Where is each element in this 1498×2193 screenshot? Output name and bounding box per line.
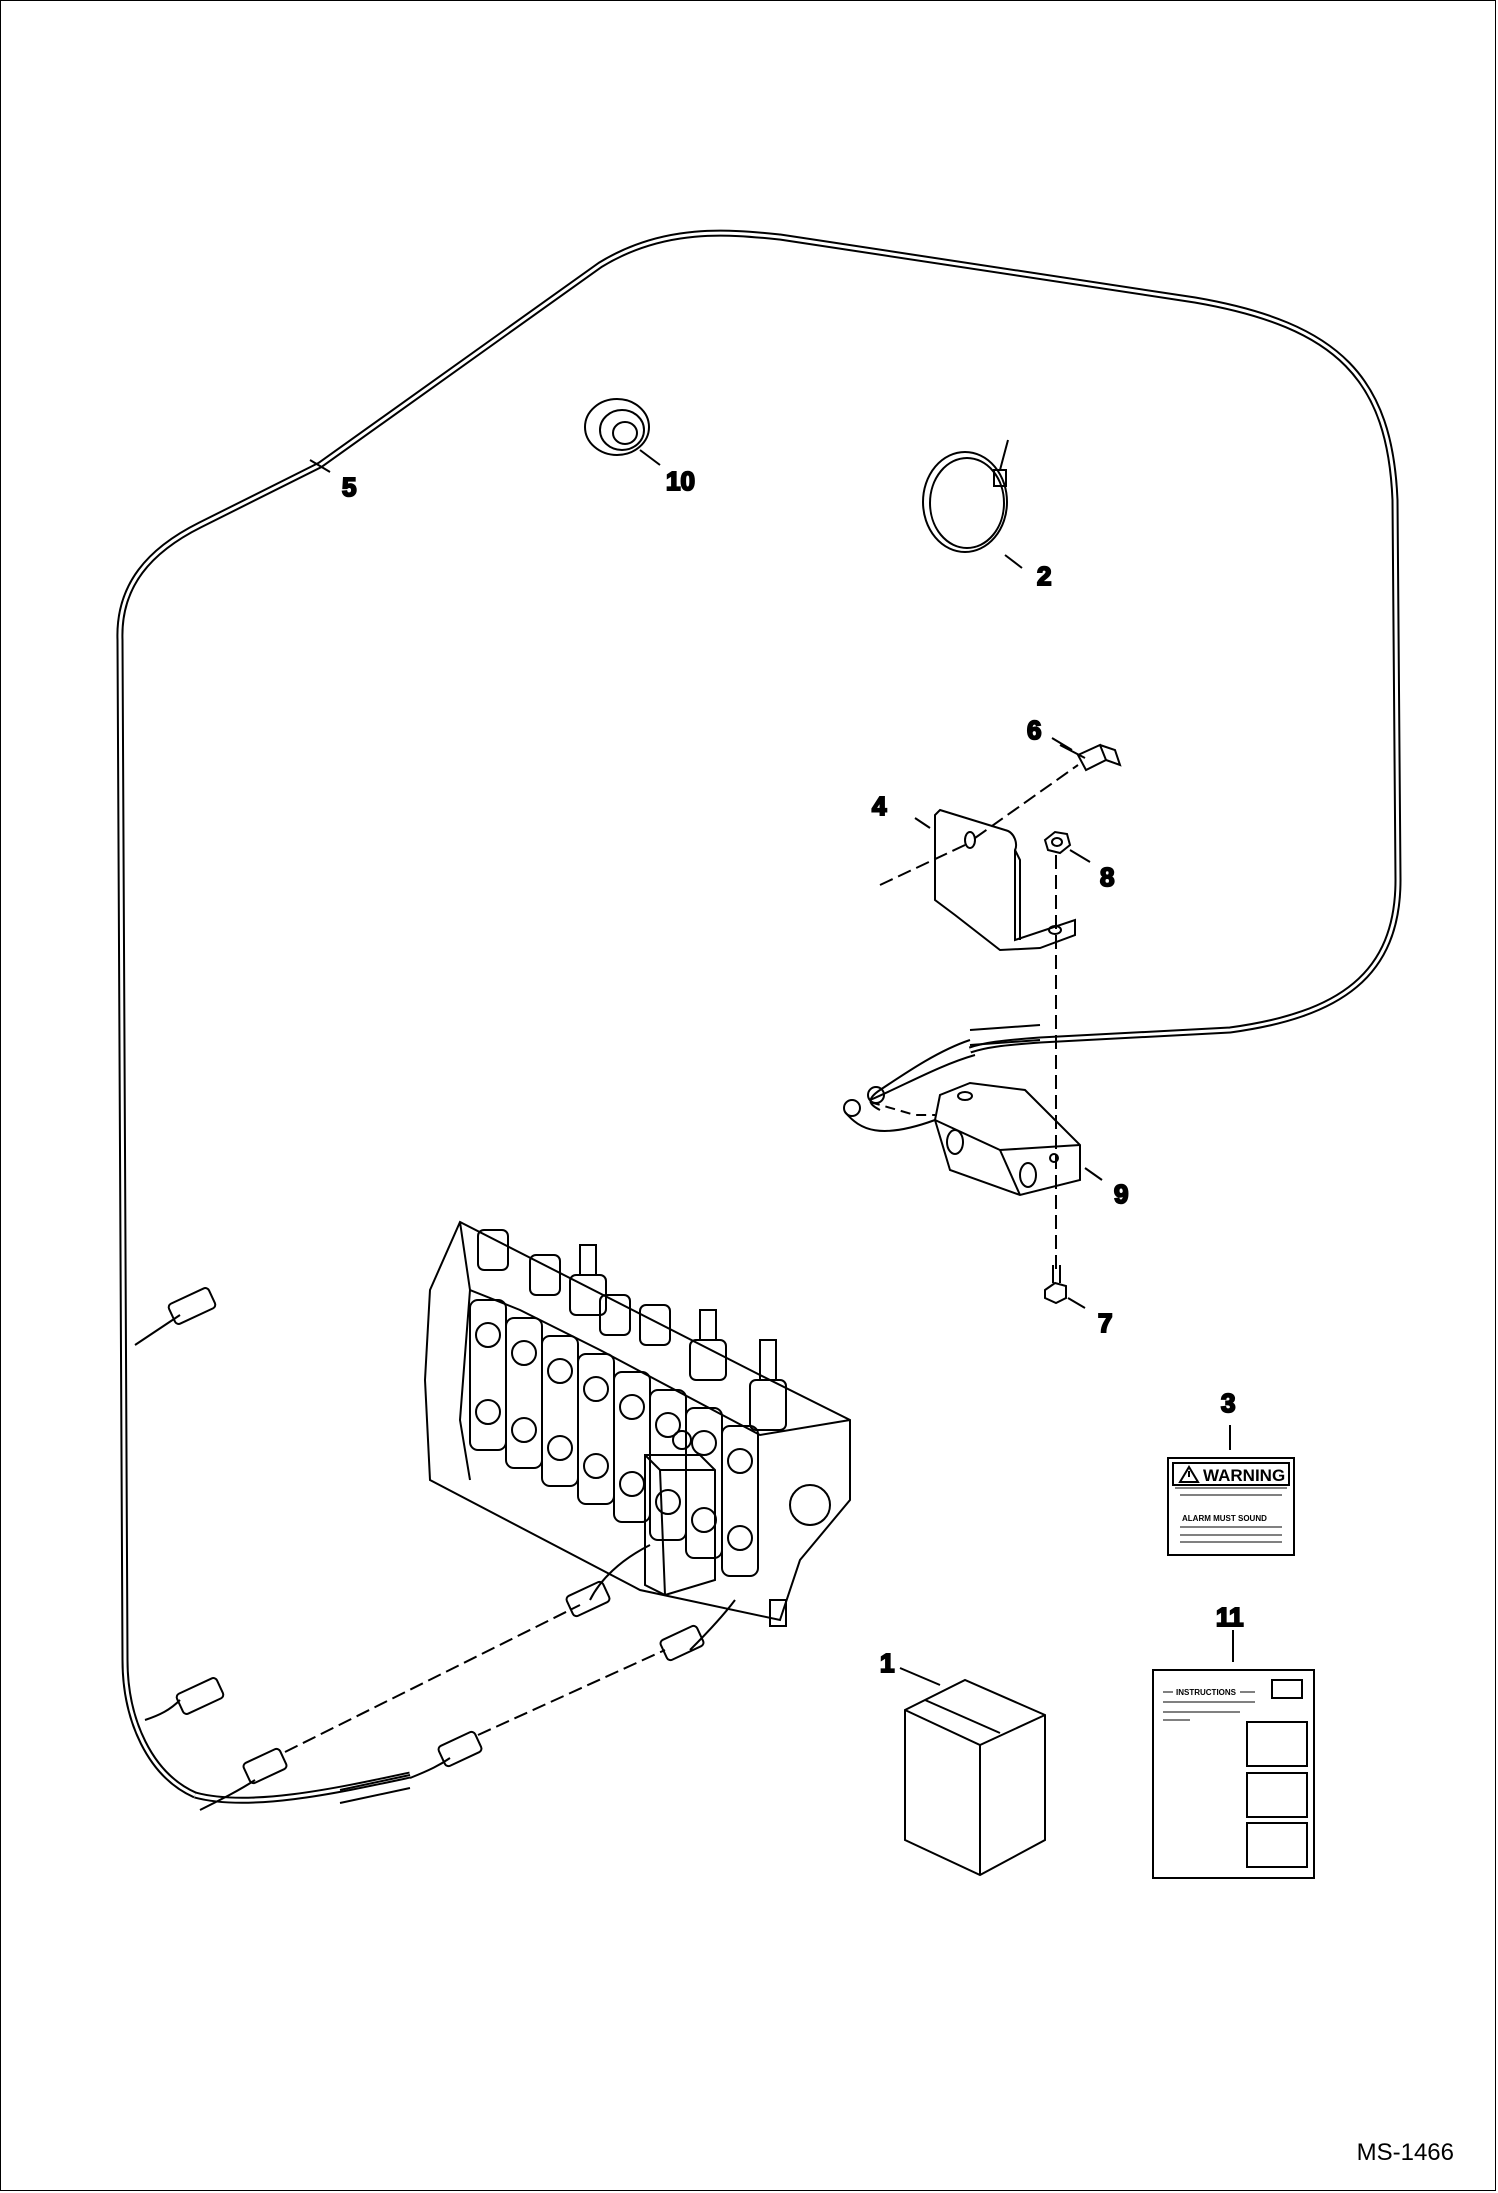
drawing-number: MS-1466 [1356,2139,1454,2166]
box [899,1667,1046,1877]
decal-heading: WARNING [1203,1466,1285,1485]
callout-1: 1 [880,1648,894,1678]
control-valve [423,1220,851,1662]
screw [1044,1265,1086,1309]
callout-6: 6 [1027,715,1041,745]
bolt [1051,737,1122,772]
instructions-heading: INSTRUCTIONS [1176,1688,1237,1697]
instructions-sheet [1152,1630,1315,1879]
callout-8: 8 [1100,862,1114,892]
callout-7: 7 [1098,1308,1112,1338]
cable-tie [922,439,1023,569]
decal-text: ALARM MUST SOUND [1182,1514,1267,1523]
callout-5: 5 [342,472,356,502]
bracket [879,764,1079,1270]
callout-4: 4 [872,791,887,821]
callout-9: 9 [1114,1179,1128,1209]
leader-5 [309,459,331,473]
callout-3: 3 [1221,1388,1235,1418]
valve-spools [477,1229,787,1431]
grommet [584,398,661,466]
callout-2: 2 [1037,561,1051,591]
nut [1043,830,1091,863]
wire-harness [116,229,1402,1804]
alarm-module [843,1039,1103,1197]
valve-ports [475,1322,831,1551]
warning-decal [1167,1425,1295,1556]
valve-harness-leads [565,1544,787,1662]
callout-10: 10 [666,466,695,496]
connection-lines [284,1604,666,1753]
callout-11: 11 [1216,1602,1244,1632]
valve-sections [469,1299,759,1577]
valve-block-front [644,1430,716,1597]
harness-connectors [134,1287,483,1811]
